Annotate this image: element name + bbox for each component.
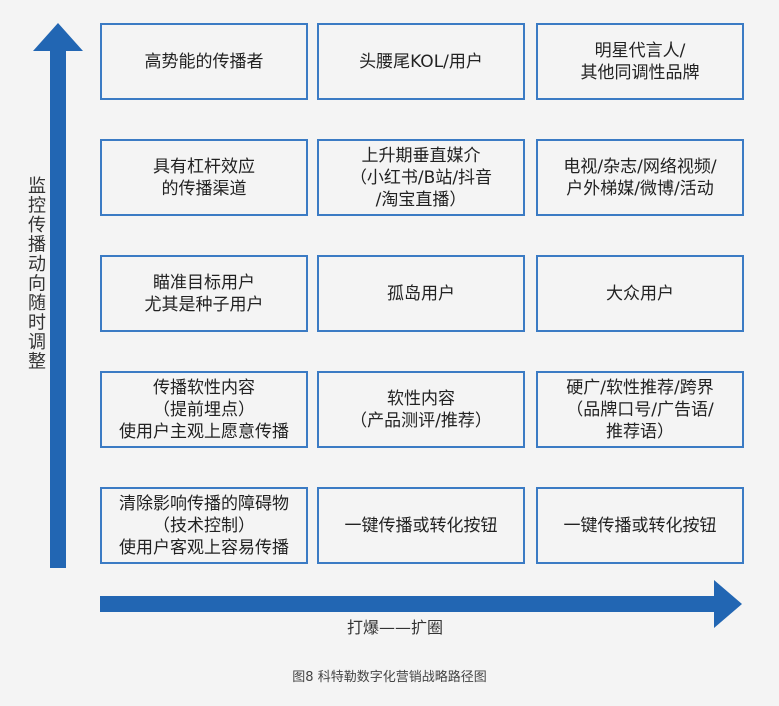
grid-cell-r4-c3: 硬广/软性推荐/跨界 （品牌口号/广告语/ 推荐语） bbox=[536, 371, 744, 448]
grid-cell-r3-c1: 瞄准目标用户 尤其是种子用户 bbox=[100, 255, 308, 332]
horizontal-arrow-right-icon bbox=[100, 580, 742, 628]
figure-caption: 图8 科特勒数字化营销战略路径图 bbox=[292, 670, 487, 685]
grid-cell-r5-c1: 清除影响传播的障碍物 （技术控制） 使用户客观上容易传播 bbox=[100, 487, 308, 564]
grid-cell-r2-c3: 电视/杂志/网络视频/ 户外梯媒/微博/活动 bbox=[536, 139, 744, 216]
vertical-axis-label: 监控传播动向随时调整 bbox=[25, 176, 46, 371]
grid-cell-r1-c2: 头腰尾KOL/用户 bbox=[317, 23, 525, 100]
vertical-arrow-up-icon bbox=[33, 23, 83, 568]
grid-cell-r1-c3: 明星代言人/ 其他同调性品牌 bbox=[536, 23, 744, 100]
grid-cell-r2-c2: 上升期垂直媒介 （小红书/B站/抖音 /淘宝直播） bbox=[317, 139, 525, 216]
grid-cell-r5-c2: 一键传播或转化按钮 bbox=[317, 487, 525, 564]
grid-cell-r4-c1: 传播软性内容 （提前埋点） 使用户主观上愿意传播 bbox=[100, 371, 308, 448]
grid-cell-r3-c2: 孤岛用户 bbox=[317, 255, 525, 332]
grid-cell-r4-c2: 软性内容 （产品测评/推荐） bbox=[317, 371, 525, 448]
grid-cell-r1-c1: 高势能的传播者 bbox=[100, 23, 308, 100]
grid-cell-r2-c1: 具有杠杆效应 的传播渠道 bbox=[100, 139, 308, 216]
horizontal-axis-label: 打爆——扩圈 bbox=[346, 618, 443, 637]
grid-cell-r5-c3: 一键传播或转化按钮 bbox=[536, 487, 744, 564]
grid-cell-r3-c3: 大众用户 bbox=[536, 255, 744, 332]
